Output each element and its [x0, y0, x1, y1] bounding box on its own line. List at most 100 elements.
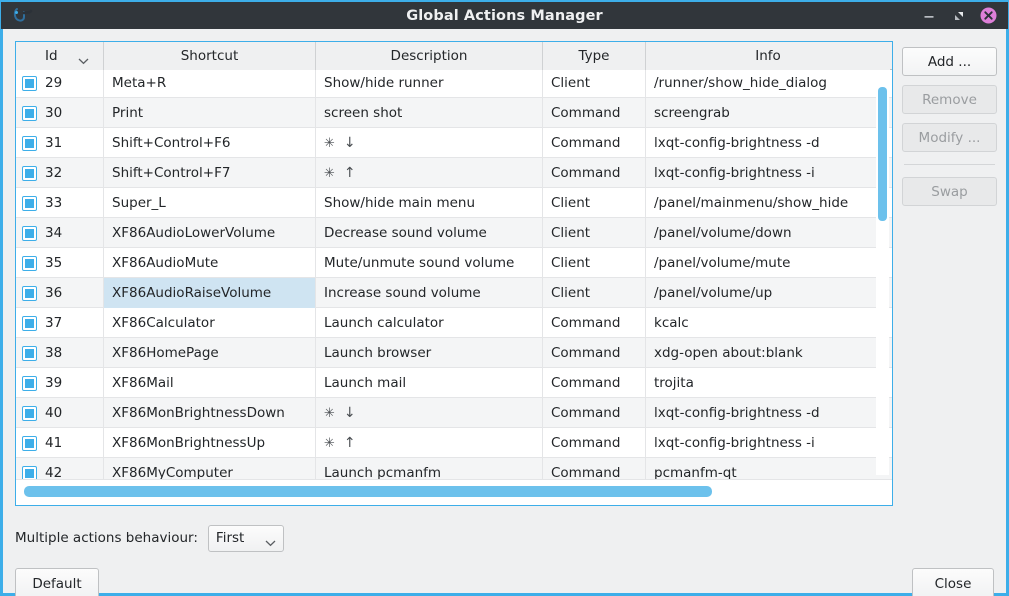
- table-cell-shortcut[interactable]: XF86HomePage: [104, 338, 316, 368]
- table-cell-description[interactable]: Show/hide main menu: [316, 188, 543, 218]
- row-enabled-checkbox[interactable]: [22, 165, 37, 181]
- table-cell-type[interactable]: Command: [543, 458, 646, 479]
- table-cell-info[interactable]: /panel/volume/up: [646, 278, 890, 308]
- row-enabled-checkbox[interactable]: [22, 375, 37, 391]
- table-cell-shortcut[interactable]: Meta+R: [104, 70, 316, 98]
- table-cell-id[interactable]: 34: [16, 218, 104, 248]
- table-cell-info[interactable]: lxqt-config-brightness -d: [646, 128, 890, 158]
- table-cell-shortcut[interactable]: XF86AudioRaiseVolume: [104, 278, 316, 308]
- table-cell-description[interactable]: Launch pcmanfm: [316, 458, 543, 479]
- table-cell-shortcut[interactable]: XF86MonBrightnessDown: [104, 398, 316, 428]
- table-cell-shortcut[interactable]: XF86Mail: [104, 368, 316, 398]
- row-enabled-checkbox[interactable]: [22, 315, 37, 331]
- table-cell-type[interactable]: Client: [543, 278, 646, 308]
- row-enabled-checkbox[interactable]: [22, 285, 37, 301]
- table-cell-type[interactable]: Command: [543, 338, 646, 368]
- table-cell-type[interactable]: Command: [543, 368, 646, 398]
- table-cell-info[interactable]: screengrab: [646, 98, 890, 128]
- row-enabled-checkbox[interactable]: [22, 135, 37, 151]
- table-cell-id[interactable]: 32: [16, 158, 104, 188]
- table-header-id[interactable]: Id: [16, 42, 104, 70]
- table-cell-id[interactable]: 38: [16, 338, 104, 368]
- table-cell-type[interactable]: Command: [543, 158, 646, 188]
- row-enabled-checkbox[interactable]: [22, 345, 37, 361]
- table-cell-id[interactable]: 35: [16, 248, 104, 278]
- horizontal-scrollbar-thumb[interactable]: [24, 486, 712, 497]
- vertical-scrollbar[interactable]: [876, 71, 889, 475]
- table-cell-info[interactable]: lxqt-config-brightness -i: [646, 158, 890, 188]
- table-header-description[interactable]: Description: [316, 42, 543, 70]
- table-cell-shortcut[interactable]: Shift+Control+F6: [104, 128, 316, 158]
- table-cell-description[interactable]: ✳↑: [316, 428, 543, 458]
- table-cell-id[interactable]: 31: [16, 128, 104, 158]
- table-cell-id[interactable]: 40: [16, 398, 104, 428]
- table-cell-info[interactable]: kcalc: [646, 308, 890, 338]
- behaviour-select[interactable]: First: [207, 524, 284, 552]
- table-cell-shortcut[interactable]: Shift+Control+F7: [104, 158, 316, 188]
- row-enabled-checkbox[interactable]: [22, 255, 37, 271]
- table-header-info[interactable]: Info: [646, 42, 890, 70]
- table-cell-type[interactable]: Command: [543, 128, 646, 158]
- table-cell-info[interactable]: pcmanfm-qt: [646, 458, 890, 479]
- table-cell-description[interactable]: ✳↓: [316, 398, 543, 428]
- table-cell-info[interactable]: /panel/mainmenu/show_hide: [646, 188, 890, 218]
- row-enabled-checkbox[interactable]: [22, 465, 37, 479]
- table-cell-description[interactable]: ✳↓: [316, 128, 543, 158]
- table-cell-shortcut[interactable]: XF86AudioLowerVolume: [104, 218, 316, 248]
- table-cell-shortcut[interactable]: Super_L: [104, 188, 316, 218]
- table-cell-description[interactable]: Decrease sound volume: [316, 218, 543, 248]
- table-cell-description[interactable]: Launch browser: [316, 338, 543, 368]
- table-cell-description[interactable]: Show/hide runner: [316, 70, 543, 98]
- table-cell-description[interactable]: Mute/unmute sound volume: [316, 248, 543, 278]
- window-titlebar[interactable]: Global Actions Manager: [0, 0, 1009, 29]
- table-cell-type[interactable]: Client: [543, 218, 646, 248]
- table-header-type[interactable]: Type: [543, 42, 646, 70]
- table-cell-description[interactable]: screen shot: [316, 98, 543, 128]
- table-cell-id[interactable]: 29: [16, 70, 104, 98]
- add-button[interactable]: Add ...: [902, 47, 997, 76]
- table-cell-id[interactable]: 30: [16, 98, 104, 128]
- table-cell-id[interactable]: 37: [16, 308, 104, 338]
- table-cell-type[interactable]: Command: [543, 98, 646, 128]
- table-cell-type[interactable]: Command: [543, 428, 646, 458]
- table-cell-description[interactable]: ✳↑: [316, 158, 543, 188]
- row-enabled-checkbox[interactable]: [22, 405, 37, 421]
- table-cell-info[interactable]: trojita: [646, 368, 890, 398]
- table-cell-description[interactable]: Launch mail: [316, 368, 543, 398]
- table-cell-shortcut[interactable]: XF86Calculator: [104, 308, 316, 338]
- table-cell-shortcut[interactable]: Print: [104, 98, 316, 128]
- maximize-button[interactable]: [950, 7, 967, 24]
- vertical-scrollbar-thumb[interactable]: [878, 87, 887, 221]
- table-cell-description[interactable]: Increase sound volume: [316, 278, 543, 308]
- table-cell-info[interactable]: lxqt-config-brightness -i: [646, 428, 890, 458]
- table-cell-id[interactable]: 39: [16, 368, 104, 398]
- table-cell-info[interactable]: /panel/volume/mute: [646, 248, 890, 278]
- close-button[interactable]: [980, 7, 997, 24]
- table-cell-id[interactable]: 33: [16, 188, 104, 218]
- table-cell-id[interactable]: 41: [16, 428, 104, 458]
- table-cell-info[interactable]: /runner/show_hide_dialog: [646, 70, 890, 98]
- table-cell-id[interactable]: 42: [16, 458, 104, 479]
- horizontal-scrollbar[interactable]: [16, 479, 892, 505]
- row-enabled-checkbox[interactable]: [22, 195, 37, 211]
- table-cell-info[interactable]: /panel/volume/down: [646, 218, 890, 248]
- table-cell-info[interactable]: lxqt-config-brightness -d: [646, 398, 890, 428]
- table-cell-description[interactable]: Launch calculator: [316, 308, 543, 338]
- default-button[interactable]: Default: [15, 568, 99, 596]
- table-cell-shortcut[interactable]: XF86AudioMute: [104, 248, 316, 278]
- row-enabled-checkbox[interactable]: [22, 225, 37, 241]
- table-cell-type[interactable]: Client: [543, 70, 646, 98]
- table-cell-type[interactable]: Command: [543, 308, 646, 338]
- table-cell-info[interactable]: xdg-open about:blank: [646, 338, 890, 368]
- close-dialog-button[interactable]: Close: [912, 568, 994, 596]
